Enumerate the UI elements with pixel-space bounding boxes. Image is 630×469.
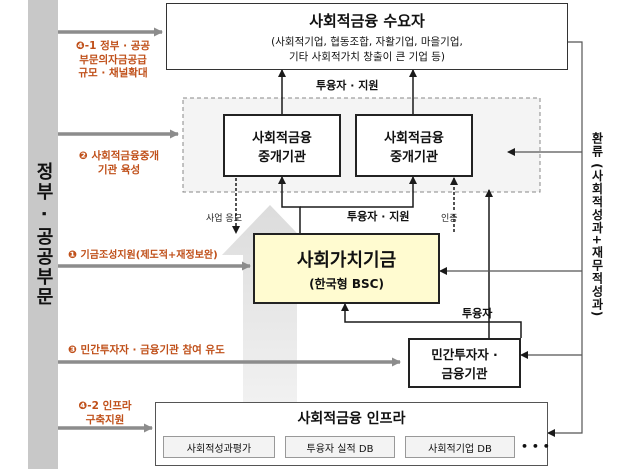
policy-4-1-line3: 규모 · 채널확대 (78, 67, 148, 80)
infra-title: 사회적금융 인프라 (297, 411, 406, 427)
infra-item-eval-label: 사회적성과평가 (186, 443, 252, 455)
infra-item-invest-db: 투융자 실적 DB (285, 436, 395, 458)
infra-item-eval: 사회적성과평가 (163, 436, 275, 458)
policy-arrows (58, 27, 401, 433)
policy-1-line1: 기금조성지원(제도적+재정보완) (80, 250, 218, 261)
flow-label-invest-private: 투융자 (462, 307, 493, 320)
private-line2: 금융기관 (441, 366, 488, 381)
policy-1-num: ❶ (68, 249, 77, 261)
intermediary-1-line1: 사회적금융 (252, 130, 312, 146)
policy-4-2-num: ❹-2 (78, 400, 99, 412)
policy-4-2: ❹-2 인프라 구축지원 (62, 400, 148, 427)
infra-item-invest-db-label: 투융자 실적 DB (306, 443, 374, 455)
policy-3-num: ❸ (68, 344, 77, 356)
policy-2-line2: 기관 육성 (97, 163, 141, 176)
policy-3: ❸ 민간투자자 · 금융기관 참여 유도 (68, 344, 225, 358)
intermediary-box-1: 사회적금융 중개기관 (223, 114, 341, 177)
flow-label-invest-mid: 투융자 · 지원 (347, 210, 410, 223)
policy-2-line1: 사회적금융중개 (91, 150, 160, 162)
policy-4-1-num: ❹-1 (75, 40, 97, 52)
government-bar: 정부 · 공공부문 (28, 0, 58, 469)
policy-2: ❷ 사회적금융중개 기관 육성 (64, 150, 174, 177)
private-line1: 민간투자자 · (431, 347, 498, 362)
demand-title: 사회적금융 수요자 (309, 11, 425, 30)
demand-desc-line2: 기타 사회적가치 창출이 큰 기업 등) (288, 50, 446, 63)
intermediary-2-line2: 중개기관 (390, 149, 438, 165)
private-investor-box: 민간투자자 · 금융기관 (408, 338, 521, 388)
flow-label-invest-top: 투융자 · 지원 (316, 79, 379, 92)
intermediary-2-line1: 사회적금융 (384, 130, 444, 146)
intermediary-1-line2: 중개기관 (258, 149, 306, 165)
government-label: 정부 · 공공부문 (33, 161, 54, 308)
intermediary-box-2: 사회적금융 중개기관 (355, 114, 473, 177)
feedback-label: 환류 (사회적성과+재무적성과) (589, 132, 606, 318)
infra-more: • • • (521, 440, 550, 453)
policy-4-1-line1: 정부 · 공공 (100, 40, 151, 52)
policy-4-1-line2: 부문의자금공급 (79, 53, 147, 66)
fund-title: 사회가치기금 (296, 249, 397, 271)
infra-item-social-db-label: 사회적기업 DB (428, 443, 492, 455)
demand-desc-line1: (사회적기업, 협동조합, 자활기업, 마을기업, (271, 35, 463, 48)
policy-3-line1: 민간투자자 · 금융기관 참여 유도 (80, 344, 225, 356)
flow-label-certify: 인증 (441, 214, 458, 224)
policy-4-2-line1: 인프라 (102, 400, 132, 412)
demand-box: 사회적금융 수요자 (사회적기업, 협동조합, 자활기업, 마을기업, 기타 사… (166, 3, 568, 70)
feedback-arrows (439, 41, 583, 437)
policy-4-2-line2: 구축지원 (85, 413, 125, 426)
fund-subtitle: (한국형 BSC) (309, 276, 384, 291)
policy-4-1: ❹-1 정부 · 공공 부문의자금공급 규모 · 채널확대 (64, 40, 162, 81)
infra-item-social-db: 사회적기업 DB (405, 436, 515, 458)
flow-arrows (232, 69, 522, 338)
policy-1: ❶ 기금조성지원(제도적+재정보완) (68, 249, 218, 263)
flow-label-business-apply: 사업 응모 (206, 214, 242, 224)
policy-2-num: ❷ (78, 150, 88, 162)
fund-box: 사회가치기금 (한국형 BSC) (253, 233, 440, 304)
